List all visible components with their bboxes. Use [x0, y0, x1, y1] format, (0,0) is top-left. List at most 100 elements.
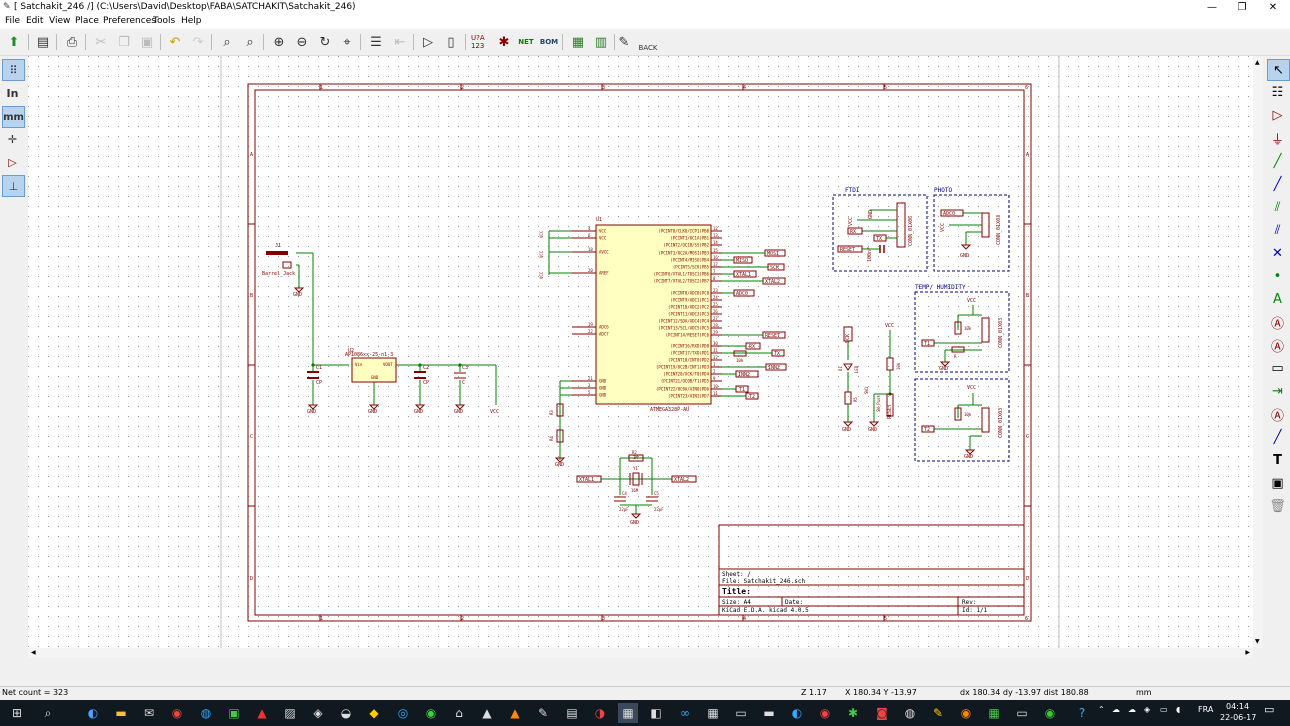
- photo-block[interactable]: PHOTO CONN_01X03 ADC0 GND VCC: [933, 187, 1010, 272]
- app-icon-16[interactable]: ◉: [819, 706, 831, 720]
- app-icon-5[interactable]: ◆: [369, 706, 379, 720]
- app-icon-22[interactable]: ▭: [1016, 706, 1028, 720]
- find-icon[interactable]: ⌕: [223, 34, 231, 50]
- copy-icon[interactable]: ❐: [118, 34, 130, 50]
- r2-resistor[interactable]: R2 1M: [628, 450, 644, 462]
- place-wire-icon[interactable]: ╱: [1273, 153, 1282, 169]
- app-icon-9[interactable]: ✎: [537, 706, 549, 720]
- j1-barrel-jack[interactable]: J1 Barrel_Jack: [262, 243, 295, 277]
- edge-browser-icon[interactable]: ◐: [87, 706, 99, 720]
- app-icon-4[interactable]: ◒: [340, 706, 352, 720]
- minimize-button[interactable]: —: [1207, 2, 1217, 13]
- delete-icon[interactable]: 🗑: [1269, 498, 1286, 514]
- app-icon-3[interactable]: ◈: [313, 706, 323, 720]
- y1-crystal[interactable]: Y1 16M: [629, 466, 643, 493]
- junction-icon[interactable]: •: [1273, 268, 1282, 284]
- menu-file[interactable]: File: [5, 16, 21, 26]
- add-sheet-pin-icon[interactable]: Ⓐ: [1270, 408, 1284, 424]
- app-icon-2[interactable]: ▣: [228, 706, 240, 720]
- menu-tools[interactable]: Tools: [153, 16, 176, 26]
- net-label-icon[interactable]: A: [1273, 291, 1282, 307]
- tray-icon-1[interactable]: ☁: [1112, 705, 1120, 714]
- zoom-out-icon[interactable]: ⊖: [296, 34, 308, 50]
- hierarchical-sheet-icon[interactable]: ▭: [1271, 360, 1284, 376]
- c5-capacitor[interactable]: C5 22pF: [646, 491, 664, 512]
- start-windows-icon[interactable]: ⊞: [11, 706, 23, 720]
- c4-capacitor[interactable]: C4 22pF: [614, 491, 629, 512]
- inch-units-button[interactable]: In: [6, 86, 19, 100]
- vlc-icon[interactable]: ▲: [510, 706, 520, 720]
- cvpcb-icon[interactable]: ▦: [571, 34, 585, 50]
- print-icon[interactable]: ⎙: [66, 34, 78, 50]
- menu-view[interactable]: View: [49, 16, 71, 26]
- r3-resistor[interactable]: R3: [549, 403, 564, 417]
- mm-units-button[interactable]: mm: [2, 106, 25, 128]
- app-icon-8[interactable]: ⌂: [455, 706, 463, 720]
- scroll-left-icon[interactable]: ◀: [31, 649, 36, 656]
- photos-icon[interactable]: ▨: [284, 706, 296, 720]
- language-indicator[interactable]: FRA: [1198, 705, 1214, 714]
- back-icon[interactable]: BACK: [638, 44, 658, 52]
- led-d1[interactable]: SCK D1 LED R5 GND: [838, 326, 859, 433]
- wire-bus-entry-icon[interactable]: ⫽: [1274, 199, 1281, 215]
- c1-capacitor[interactable]: C1 CP: [307, 365, 322, 386]
- app-icon-21[interactable]: ◉: [960, 706, 972, 720]
- r4-resistor[interactable]: R4: [549, 429, 564, 443]
- menu-help[interactable]: Help: [181, 16, 202, 26]
- hierarchical-label-icon[interactable]: Ⓐ: [1270, 339, 1284, 355]
- volume-icon[interactable]: ◖: [1176, 705, 1181, 714]
- arduino-icon[interactable]: ∞: [680, 706, 690, 720]
- bom-icon[interactable]: BOM: [539, 38, 559, 46]
- chrome-icon[interactable]: ◉: [171, 706, 183, 720]
- import-footprint-icon[interactable]: ✎: [618, 34, 630, 50]
- hierarchy-icon[interactable]: ☰: [370, 34, 382, 50]
- library-browser-icon[interactable]: ▯: [447, 34, 455, 50]
- mail-icon[interactable]: ✉: [143, 706, 155, 720]
- wire-angle-icon[interactable]: ⊥: [2, 175, 25, 197]
- menu-preferences[interactable]: Preferences: [103, 16, 156, 26]
- help-icon[interactable]: ?: [1078, 706, 1086, 720]
- tray-icon-3[interactable]: ◈: [1144, 705, 1151, 714]
- bus-bus-entry-icon[interactable]: ⫽: [1274, 222, 1281, 238]
- no-connect-icon[interactable]: ✕: [1272, 245, 1283, 261]
- scroll-up-icon[interactable]: ▲: [1255, 59, 1260, 66]
- redo-icon[interactable]: ↷: [192, 34, 204, 50]
- scroll-right-icon[interactable]: ▶: [1245, 649, 1250, 656]
- u2-regulator[interactable]: U2 AP1086xx-25-n1-3 Vin VOUT GND: [345, 348, 397, 383]
- app-icon-15[interactable]: ◐: [791, 706, 803, 720]
- notification-icon[interactable]: ▭: [1264, 703, 1275, 716]
- pcbnew-icon[interactable]: ▥: [594, 34, 608, 50]
- cursor-shape-icon[interactable]: ✛: [7, 132, 18, 146]
- leave-sheet-icon[interactable]: ⇤: [394, 34, 406, 50]
- restore-button[interactable]: ❐: [1237, 2, 1247, 13]
- place-bus-icon[interactable]: ╱: [1273, 176, 1282, 192]
- import-sheet-pin-icon[interactable]: ⇥: [1272, 383, 1283, 399]
- kicad-taskbar-icon[interactable]: ▦: [618, 703, 638, 723]
- global-label-icon[interactable]: Ⓐ: [1270, 316, 1284, 332]
- app-icon-19[interactable]: ◍: [904, 706, 916, 720]
- zoom-fit-icon[interactable]: ⌖: [343, 34, 351, 50]
- menu-place[interactable]: Place: [75, 16, 99, 26]
- u1-atmega328p[interactable]: U1 ATMEGA328P-AU: [595, 217, 712, 413]
- find-replace-icon[interactable]: ⌕: [246, 34, 254, 50]
- temp-humidity-block[interactable]: TEMP/ HUMIDITY CONN_01X03 10k R T1 VCC G…: [914, 284, 1010, 373]
- place-image-icon[interactable]: ▣: [1271, 475, 1284, 491]
- app-icon-13[interactable]: ▭: [735, 706, 747, 720]
- tray-chevron-icon[interactable]: ⌃: [1098, 705, 1105, 714]
- spotify-icon[interactable]: ◉: [1044, 706, 1056, 720]
- zoom-in-icon[interactable]: ⊕: [273, 34, 285, 50]
- app-icon-11[interactable]: ◑: [594, 706, 606, 720]
- page-settings-icon[interactable]: ▤: [36, 34, 50, 50]
- netlist-icon[interactable]: NET: [518, 38, 534, 46]
- app-icon-6[interactable]: ◎: [397, 706, 409, 720]
- clock-date[interactable]: 22-06-17: [1220, 713, 1257, 722]
- paste-icon[interactable]: ▣: [140, 34, 154, 50]
- undo-icon[interactable]: ↶: [169, 34, 181, 50]
- switch-sw1[interactable]: VCC 10k RESET SW1 SW_Push GND: [864, 323, 901, 433]
- app-icon-20[interactable]: ✎: [932, 706, 944, 720]
- new-sheet-icon[interactable]: ⬆: [8, 34, 20, 50]
- hidden-pins-icon[interactable]: ▷: [8, 155, 17, 169]
- file-explorer-icon[interactable]: ▬: [115, 706, 127, 720]
- place-component-icon[interactable]: ▷: [1272, 107, 1283, 123]
- app-icon-1[interactable]: ◍: [200, 706, 212, 720]
